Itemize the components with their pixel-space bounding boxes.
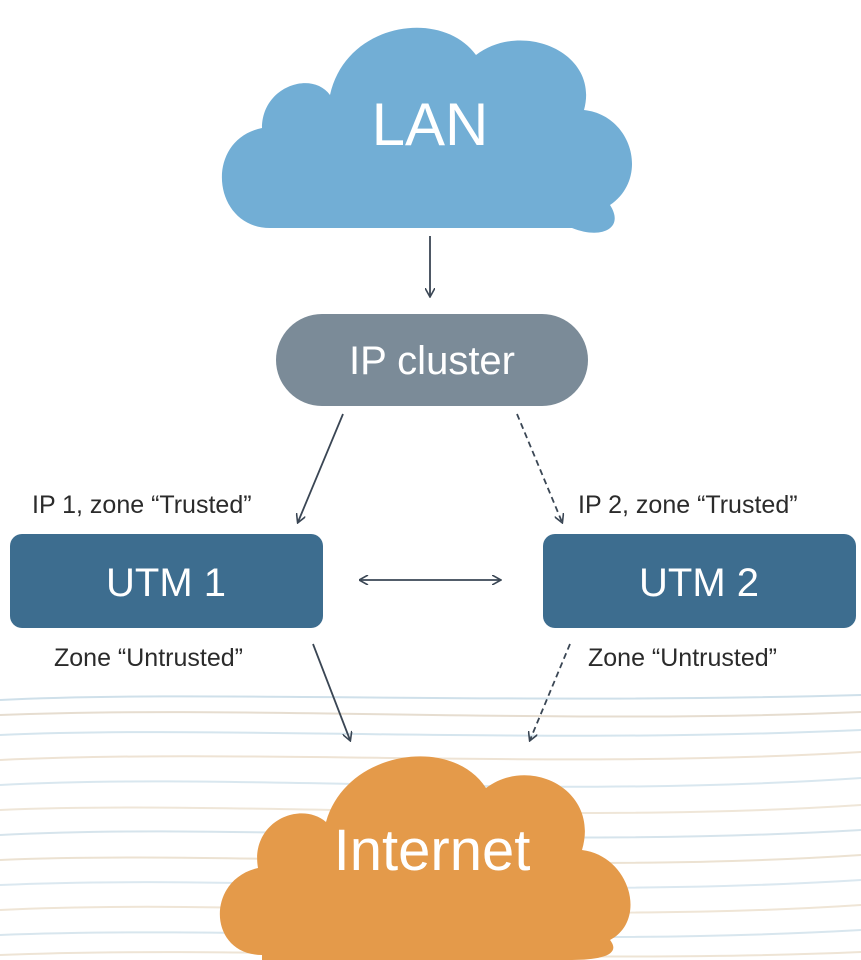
lan-cloud: LAN — [221, 27, 633, 233]
ip-cluster-label: IP cluster — [349, 339, 515, 383]
utm2-untrusted-label: Zone “Untrusted” — [588, 644, 777, 672]
utm1-untrusted-label: Zone “Untrusted” — [54, 644, 243, 672]
edge-utm1-to-internet — [312, 643, 350, 740]
utm1-label: UTM 1 — [106, 561, 226, 605]
utm1-shape — [10, 534, 323, 628]
edge-ip-cluster-to-utm2 — [516, 413, 562, 522]
edges — [298, 236, 571, 740]
utm2-shape — [543, 534, 856, 628]
edge-utm2-to-internet — [530, 643, 571, 740]
lan-cloud-shape — [221, 27, 633, 233]
edge-labels: IP 1, zone “Trusted” IP 2, zone “Trusted… — [32, 491, 798, 672]
ip-cluster-node: IP cluster — [276, 314, 588, 406]
lan-label: LAN — [372, 91, 489, 158]
utm2-node: UTM 2 — [543, 534, 856, 628]
internet-cloud-shape — [219, 756, 631, 960]
edge-ip-cluster-to-utm1 — [298, 413, 344, 522]
utm2-trusted-label: IP 2, zone “Trusted” — [578, 491, 798, 519]
utm2-label: UTM 2 — [639, 561, 759, 605]
ip-cluster-shape — [276, 314, 588, 406]
internet-cloud: Internet — [219, 756, 631, 960]
utm1-trusted-label: IP 1, zone “Trusted” — [32, 491, 252, 519]
internet-label: Internet — [334, 818, 531, 883]
utm1-node: UTM 1 — [10, 534, 323, 628]
